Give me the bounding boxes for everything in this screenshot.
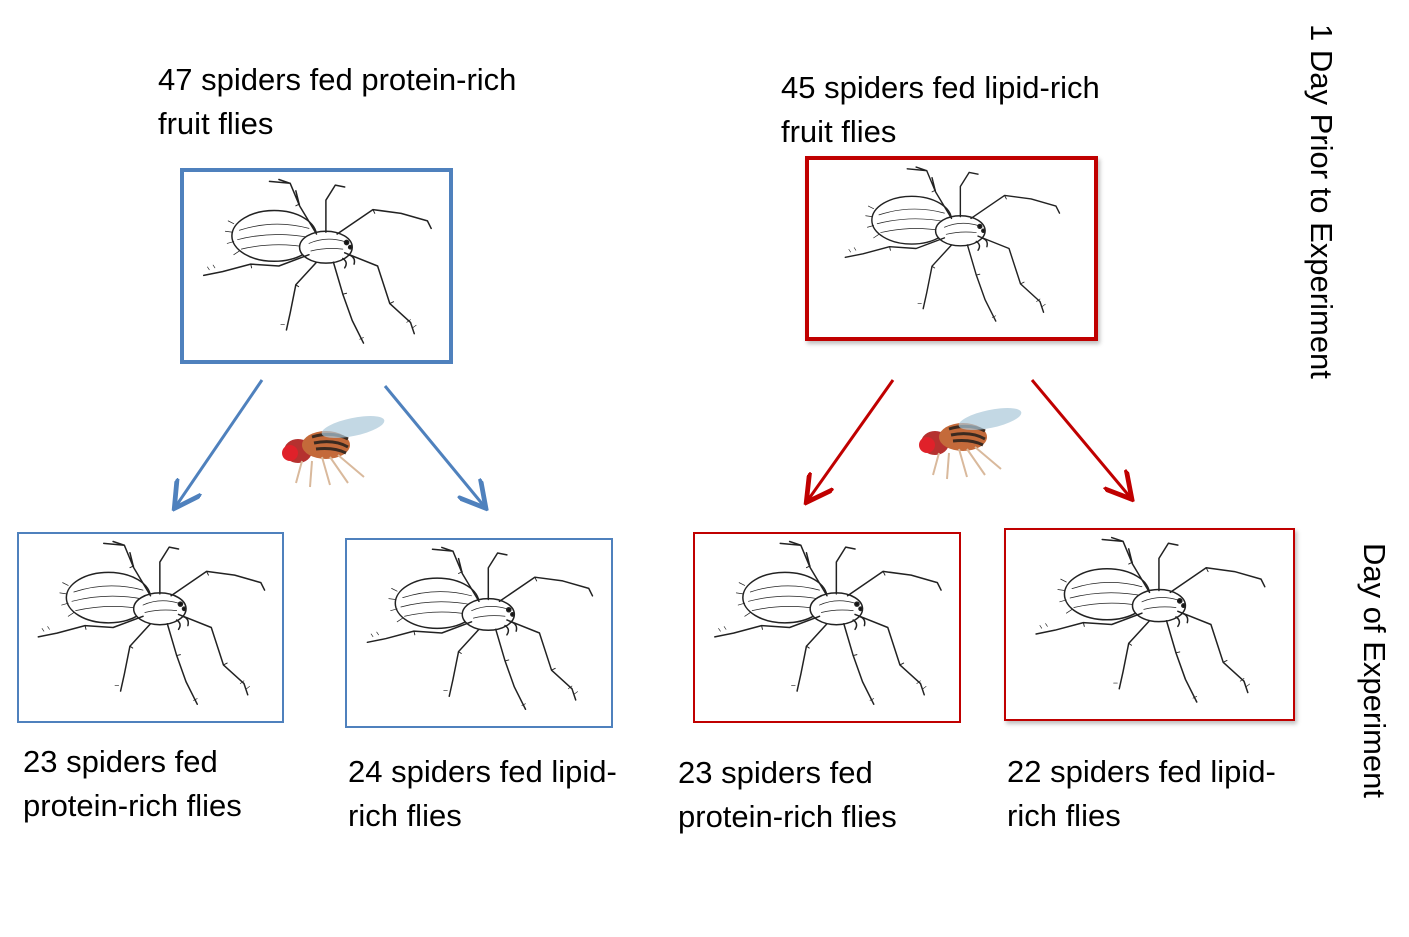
arrow-protein-to-protein — [176, 379, 264, 506]
arrow-lipid-to-lipid — [1030, 379, 1130, 497]
fly-icon — [280, 412, 388, 489]
protein-protein-label: 23 spiders fed protein-rich flies — [23, 744, 242, 823]
spider-icon — [714, 540, 942, 705]
spider-icon — [366, 546, 594, 711]
protein-lipid-label: 24 spiders fed lipid-rich flies — [348, 754, 617, 833]
protein-group-box — [180, 168, 453, 364]
lipid-lipid-label: 22 spiders fed lipid-rich flies — [1007, 754, 1276, 833]
arrow-lipid-to-protein — [808, 379, 895, 500]
timeline-during-label: Day of Experiment — [1357, 543, 1392, 798]
spider-icon — [1035, 536, 1266, 703]
protein-protein-box — [17, 532, 284, 723]
lipid-protein-box — [693, 532, 961, 723]
arrow-protein-to-lipid — [383, 385, 484, 506]
lipid-group-box — [805, 156, 1098, 341]
lipid-lipid-box — [1004, 528, 1295, 721]
lipid-protein-label: 23 spiders fed protein-rich flies — [678, 755, 897, 834]
lipid-group-label: 45 spiders fed lipid-rich fruit flies — [781, 70, 1100, 149]
fly-icon — [917, 404, 1025, 481]
protein-group-label: 47 spiders fed protein-rich fruit flies — [158, 62, 517, 141]
spider-icon — [37, 540, 266, 705]
timeline-before-label: 1 Day Prior to Experiment — [1304, 24, 1339, 379]
protein-lipid-box — [345, 538, 613, 728]
